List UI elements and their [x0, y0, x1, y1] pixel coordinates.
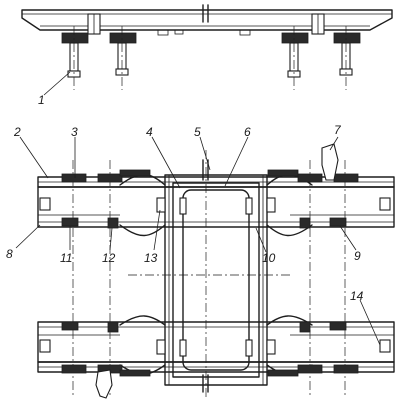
central-frame: [119, 159, 313, 393]
springs-top: [61, 169, 359, 183]
springs-bottom: [61, 364, 359, 377]
callout-1: 1: [38, 93, 45, 107]
callout-6: 6: [244, 125, 251, 139]
leader-lines: [15, 136, 381, 346]
callout-3: 3: [71, 125, 78, 139]
callout-4: 4: [146, 125, 153, 139]
callout-2: 2: [13, 125, 21, 139]
callout-7: 7: [334, 123, 342, 137]
callout-8: 8: [6, 247, 13, 261]
callout-11: 11: [60, 251, 72, 265]
callout-13: 13: [144, 251, 158, 265]
sill-brackets: [39, 197, 391, 355]
callout-14: 14: [350, 289, 364, 303]
callout-12: 12: [102, 251, 116, 265]
callout-5: 5: [194, 125, 201, 139]
coupling-bottom: [95, 369, 113, 399]
axle-assembly-left-1: [61, 32, 89, 78]
side-elevation: [21, 4, 393, 96]
axle-assembly-right-1: [281, 32, 309, 78]
plan-view: [37, 143, 395, 400]
callout-9: 9: [354, 249, 361, 263]
callout-10: 10: [262, 251, 276, 265]
axle-assembly-left-2: [109, 32, 137, 76]
axle-assembly-right-2: [333, 32, 361, 76]
